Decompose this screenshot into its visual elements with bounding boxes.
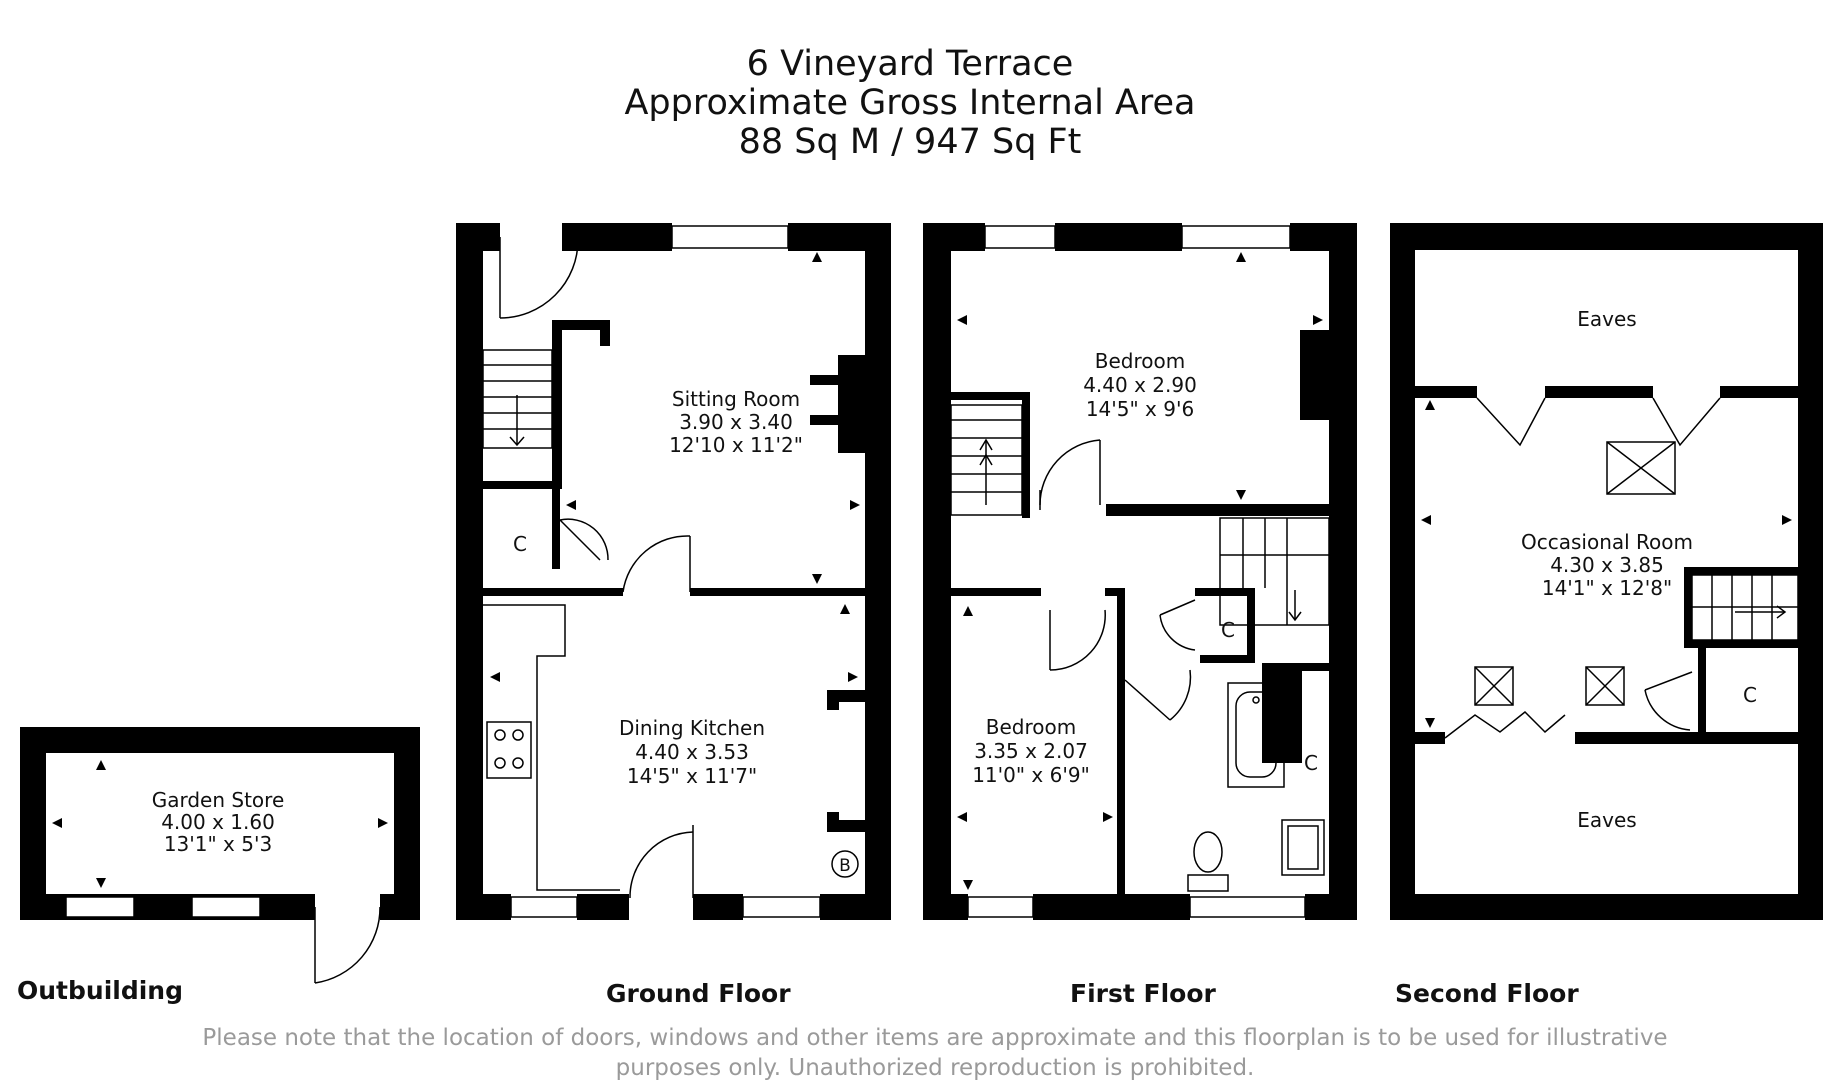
garden-store-name: Garden Store (152, 788, 285, 812)
dining-kitchen-imperial: 14'5" x 11'7" (627, 764, 757, 788)
dining-kitchen-name: Dining Kitchen (619, 716, 765, 740)
disclaimer-line-2: purposes only. Unauthorized reproduction… (616, 1055, 1255, 1080)
sitting-room-metric: 3.90 x 3.40 (679, 410, 793, 434)
front-bedroom-name: Bedroom (1095, 349, 1185, 373)
area-value: 88 Sq M / 947 Sq Ft (739, 122, 1082, 162)
sitting-room-imperial: 12'10 x 11'2" (669, 433, 803, 457)
ground-cupboard-label: C (513, 532, 527, 556)
rear-bedroom-metric: 3.35 x 2.07 (974, 739, 1088, 763)
outbuilding-plan (20, 727, 420, 984)
first-cupboard-2-label: C (1304, 751, 1318, 775)
disclaimer-line-1: Please note that the location of doors, … (202, 1025, 1667, 1051)
ground-floor-plan (456, 223, 891, 920)
property-title: 6 Vineyard Terrace (747, 44, 1074, 84)
area-heading: Approximate Gross Internal Area (624, 83, 1195, 123)
second-cupboard-label: C (1743, 683, 1757, 707)
upper-eaves-label: Eaves (1577, 307, 1636, 331)
dining-kitchen-metric: 4.40 x 3.53 (635, 740, 749, 764)
lower-eaves-label: Eaves (1577, 808, 1636, 832)
rear-bedroom-imperial: 11'0" x 6'9" (972, 763, 1090, 787)
boiler-label: B (839, 856, 851, 876)
occasional-room-imperial: 14'1" x 12'8" (1542, 576, 1672, 600)
rear-bedroom-name: Bedroom (986, 715, 1076, 739)
front-bedroom-metric: 4.40 x 2.90 (1083, 373, 1197, 397)
second-floor-plan (1390, 223, 1823, 920)
first-floor-label: First Floor (1070, 979, 1217, 1008)
ground-floor-label: Ground Floor (606, 979, 791, 1008)
garden-store-imperial: 13'1" x 5'3 (164, 832, 272, 856)
first-floor-plan (923, 223, 1357, 920)
occasional-room-name: Occasional Room (1521, 530, 1693, 554)
garden-store-metric: 4.00 x 1.60 (161, 810, 275, 834)
first-cupboard-1-label: C (1221, 618, 1235, 642)
sitting-room-name: Sitting Room (672, 387, 800, 411)
second-floor-label: Second Floor (1395, 979, 1579, 1008)
occasional-room-metric: 4.30 x 3.85 (1550, 553, 1664, 577)
outbuilding-label: Outbuilding (17, 976, 183, 1005)
front-bedroom-imperial: 14'5" x 9'6 (1086, 397, 1194, 421)
